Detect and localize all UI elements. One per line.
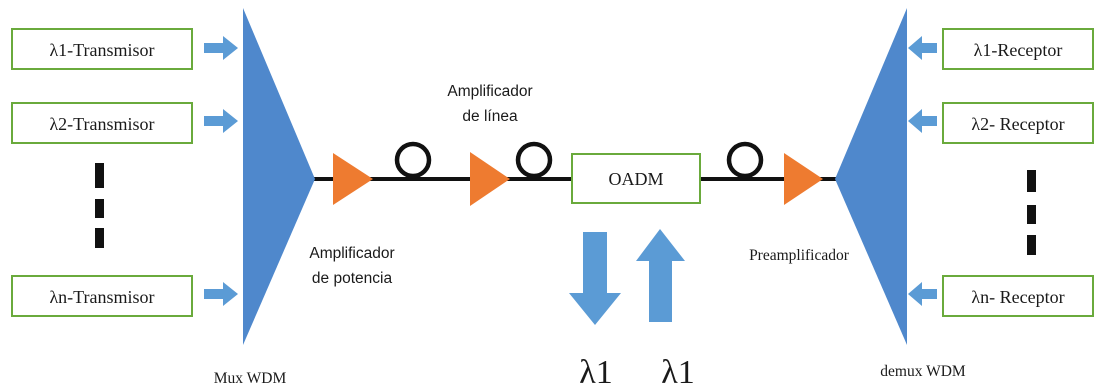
fiber-loop-icon xyxy=(726,141,764,179)
drop-wavelength-label: λ1 xyxy=(579,354,613,387)
up-arrow-icon xyxy=(636,229,685,322)
oadm-box: OADM xyxy=(571,153,701,204)
preamplifier-label: Preamplificador xyxy=(749,247,850,264)
mux-wdm-icon xyxy=(243,8,315,345)
transmitter-n: λn-Transmisor xyxy=(11,275,193,317)
booster-amplifier-icon xyxy=(333,153,373,205)
receiver-1-label: λ1-Receptor xyxy=(974,40,1063,60)
transmitter-n-label: λn-Transmisor xyxy=(49,287,154,307)
vertical-dashes-icon xyxy=(95,163,104,248)
transmitter-2-label: λ2-Transmisor xyxy=(49,114,154,134)
mux-wdm-label: Mux WDM xyxy=(214,370,287,387)
left-arrow-icon xyxy=(908,282,937,306)
fiber-loop-icon xyxy=(515,141,553,179)
receiver-n-label: λn- Receptor xyxy=(971,287,1064,307)
demux-wdm-label: demux WDM xyxy=(880,363,966,380)
inline-amplifier-icon xyxy=(470,152,510,206)
receiver-2: λ2- Receptor xyxy=(942,102,1094,144)
right-arrow-icon xyxy=(204,109,238,133)
inline-amplifier-label-line1: Amplificador xyxy=(447,83,532,100)
add-wavelength-label: λ1 xyxy=(661,354,695,387)
receiver-n: λn- Receptor xyxy=(942,275,1094,317)
down-arrow-icon xyxy=(569,232,621,325)
oadm-label: OADM xyxy=(608,169,663,189)
fiber-loop-icon xyxy=(394,141,432,179)
left-arrow-icon xyxy=(908,109,937,133)
receiver-1: λ1-Receptor xyxy=(942,28,1094,70)
booster-amplifier-label-line2: de potencia xyxy=(312,270,393,287)
inline-amplifier-label-line2: de línea xyxy=(462,108,518,125)
right-arrow-icon xyxy=(204,282,238,306)
transmitter-1: λ1-Transmisor xyxy=(11,28,193,70)
preamplifier-icon xyxy=(784,153,823,205)
receiver-2-label: λ2- Receptor xyxy=(971,114,1064,134)
demux-wdm-icon xyxy=(835,8,907,345)
vertical-dashes-icon xyxy=(1027,170,1036,255)
transmitter-1-label: λ1-Transmisor xyxy=(49,40,154,60)
right-arrow-icon xyxy=(204,36,238,60)
left-arrow-icon xyxy=(908,36,937,60)
booster-amplifier-label-line1: Amplificador xyxy=(309,245,394,262)
transmitter-2: λ2-Transmisor xyxy=(11,102,193,144)
